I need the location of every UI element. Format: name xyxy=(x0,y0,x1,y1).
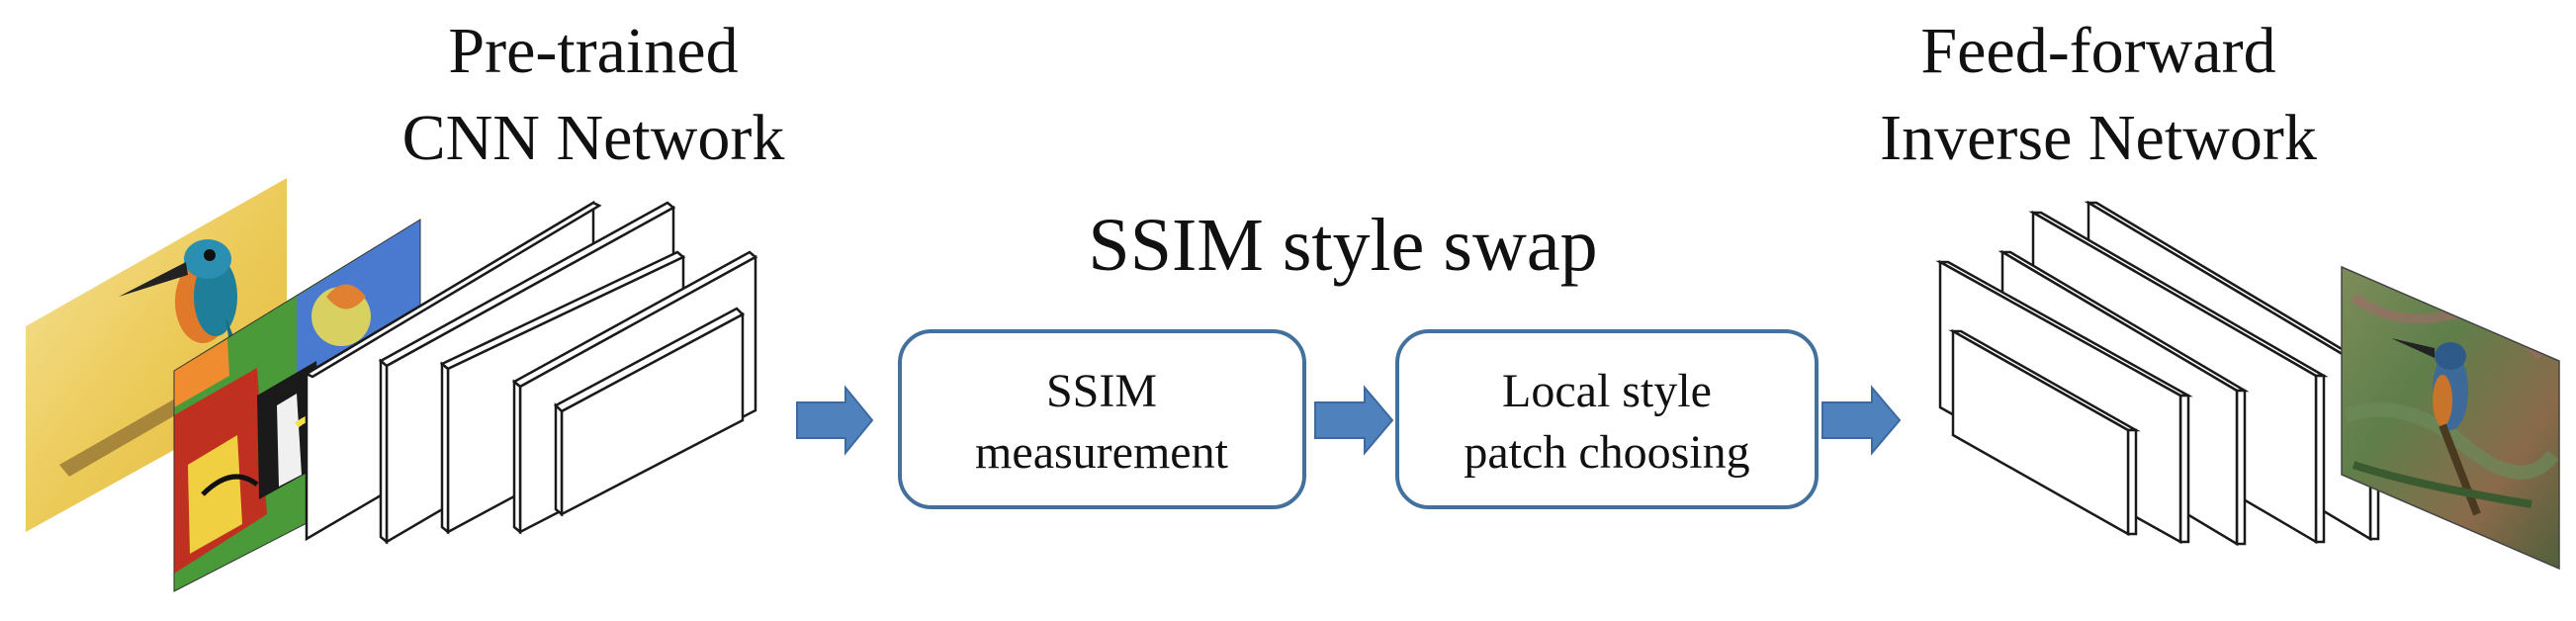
ssim-box-line2: measurement xyxy=(975,426,1228,479)
ssim-box-line1: SSIM xyxy=(1045,365,1158,417)
content-image-kingfisher xyxy=(26,178,287,532)
right-title-line2: Inverse Network xyxy=(1880,102,2317,174)
left-title-line2: CNN Network xyxy=(401,102,785,174)
ssim-measurement-box xyxy=(898,329,1306,509)
kingfisher-photo-icon xyxy=(59,239,247,477)
patch-box-line2: patch choosing xyxy=(1464,426,1750,479)
center-title: SSIM style swap xyxy=(1088,204,1598,287)
right-title-line1: Feed-forward xyxy=(1920,15,2276,87)
inverse-layer-5 xyxy=(1948,328,2141,537)
cnn-encoder-layers xyxy=(304,200,758,545)
arrow-right-icon xyxy=(796,385,874,456)
inverse-network-layers xyxy=(1935,200,2383,547)
cnn-layer-5 xyxy=(553,307,746,517)
arrow-right-icon xyxy=(1821,385,1902,456)
left-title-line1: Pre-trained xyxy=(448,15,739,87)
patch-box-line1: Local style xyxy=(1502,365,1712,417)
flow-arrows xyxy=(796,385,1902,456)
arrow-right-icon xyxy=(1314,385,1394,456)
local-style-patch-box xyxy=(1395,329,1819,509)
